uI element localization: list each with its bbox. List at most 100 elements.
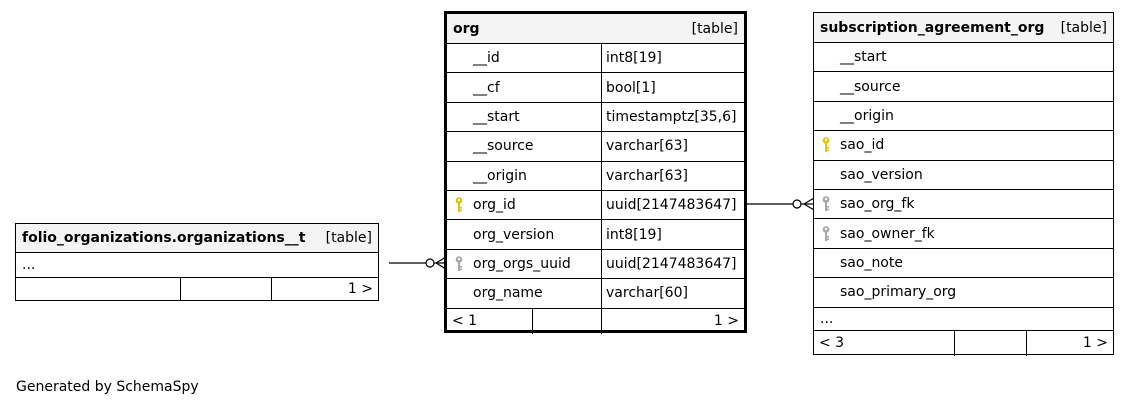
footer-children[interactable]: 1 > <box>271 278 378 300</box>
column-type: int8[19] <box>601 44 744 73</box>
column-name: org_id <box>447 191 601 219</box>
column-name: org_orgs_uuid <box>447 250 601 278</box>
column-name-text: sao_version <box>840 166 923 183</box>
column-name: __source <box>447 132 601 160</box>
column-row[interactable]: org_id uuid[2147483647] <box>447 190 744 221</box>
generated-by-label: Generated by SchemaSpy <box>16 379 199 395</box>
footer-columns <box>954 330 1026 356</box>
table-name: folio_organizations.organizations__t <box>22 230 306 246</box>
column-type: varchar[63] <box>601 161 744 190</box>
table-org[interactable]: org [table] __id int8[19] __cf bool[1] __sta… <box>444 11 747 334</box>
column-name: sao_version <box>814 161 1113 189</box>
column-name-text: __origin <box>473 167 527 184</box>
column-type-text: int8[19] <box>606 50 662 67</box>
column-row[interactable]: __start <box>814 43 1113 73</box>
column-row[interactable]: __origin varchar[63] <box>447 161 744 191</box>
footer-parents[interactable]: < 3 <box>819 335 845 352</box>
column-type-text: uuid[2147483647] <box>606 255 737 272</box>
column-type-text: bool[1] <box>606 79 656 96</box>
table-footer: 1 > <box>16 278 378 300</box>
column-name-text: org_version <box>473 226 555 243</box>
table-header: org [table] <box>447 14 744 44</box>
column-row[interactable]: __cf bool[1] <box>447 73 744 103</box>
edge-folio-to-org <box>389 256 447 270</box>
column-name-text: __source <box>840 78 901 95</box>
column-name: sao_org_fk <box>814 190 1113 218</box>
table-footer: < 3 1 > <box>814 330 1113 356</box>
column-name: __cf <box>447 73 601 101</box>
column-row[interactable]: sao_org_fk <box>814 190 1113 220</box>
column-name-text: __source <box>473 138 534 155</box>
column-name-text: __start <box>840 49 887 66</box>
footer-parents <box>16 278 180 300</box>
column-name-text: __origin <box>840 107 894 124</box>
table-subscription-agreement-org[interactable]: subscription_agreement_org [table] __sta… <box>813 12 1114 356</box>
column-name: __start <box>814 43 1113 71</box>
column-row[interactable]: org_name varchar[60] <box>447 279 744 309</box>
column-type: uuid[2147483647] <box>601 190 744 220</box>
column-type: int8[19] <box>601 220 744 249</box>
column-list: __id int8[19] __cf bool[1] __start timestampt… <box>447 44 744 309</box>
column-row[interactable]: org_orgs_uuid uuid[2147483647] <box>447 249 744 280</box>
column-type-text: varchar[63] <box>606 167 688 184</box>
column-row[interactable]: __start timestamptz[35,6] <box>447 102 744 133</box>
column-type-text: varchar[60] <box>606 285 688 302</box>
table-tag: [table] <box>1060 19 1107 36</box>
table-tag: [table] <box>691 20 738 37</box>
column-name: __start <box>447 103 601 131</box>
column-name-text: org_orgs_uuid <box>473 255 571 272</box>
column-row[interactable]: __source varchar[63] <box>447 132 744 162</box>
column-type-text: uuid[2147483647] <box>606 197 737 214</box>
table-folio-organizations[interactable]: folio_organizations.organizations__t [ta… <box>15 223 379 301</box>
column-name: sao_id <box>814 131 1113 159</box>
column-name: sao_note <box>814 249 1113 277</box>
footer-parents[interactable]: < 1 <box>452 313 478 330</box>
column-type: varchar[60] <box>601 279 744 308</box>
column-row[interactable]: sao_primary_org <box>814 278 1113 308</box>
column-name-text: sao_primary_org <box>840 284 957 301</box>
column-row[interactable]: __id int8[19] <box>447 44 744 74</box>
column-name-text: org_id <box>473 197 516 214</box>
column-name: __source <box>814 72 1113 100</box>
column-name: __id <box>447 44 601 72</box>
primary-key-icon <box>822 137 830 153</box>
column-name-text: sao_id <box>840 137 885 154</box>
column-name: sao_owner_fk <box>814 219 1113 247</box>
column-row[interactable]: __source <box>814 72 1113 102</box>
primary-key-icon <box>455 197 463 213</box>
column-name-text: sao_org_fk <box>840 196 915 213</box>
column-type: bool[1] <box>601 73 744 102</box>
column-row[interactable]: sao_owner_fk <box>814 219 1113 249</box>
column-name: __origin <box>447 162 601 190</box>
column-name: __origin <box>814 102 1113 130</box>
table-name: subscription_agreement_org <box>820 19 1045 36</box>
column-list: __start __source __origin sao_id sao_version… <box>814 43 1113 308</box>
column-name-text: sao_owner_fk <box>840 225 935 242</box>
table-tag: [table] <box>325 230 372 246</box>
column-name-text: __id <box>473 50 500 67</box>
table-name: org <box>453 20 480 37</box>
column-row[interactable]: sao_version <box>814 161 1113 190</box>
column-name-text: sao_note <box>840 254 903 271</box>
ellipsis-row: ... <box>16 253 378 278</box>
column-row[interactable]: sao_id <box>814 131 1113 161</box>
foreign-key-icon <box>455 256 463 271</box>
column-row[interactable]: org_version int8[19] <box>447 220 744 250</box>
column-name: org_name <box>447 279 601 307</box>
column-name-text: org_name <box>473 285 543 302</box>
footer-children[interactable]: 1 > <box>1026 330 1113 356</box>
edge-org-to-sao <box>746 197 815 211</box>
column-row[interactable]: sao_note <box>814 249 1113 279</box>
column-name-text: __start <box>473 108 520 125</box>
ellipsis-row: ... <box>814 308 1113 331</box>
column-row[interactable]: __origin <box>814 102 1113 132</box>
footer-children[interactable]: 1 > <box>601 308 744 334</box>
column-type-text: varchar[63] <box>606 138 688 155</box>
foreign-key-icon <box>822 196 830 212</box>
column-type: varchar[63] <box>601 132 744 161</box>
column-type-text: int8[19] <box>606 226 662 243</box>
column-name: sao_primary_org <box>814 278 1113 306</box>
table-header: subscription_agreement_org [table] <box>814 13 1113 43</box>
column-name-text: __cf <box>473 79 500 96</box>
column-type-text: timestamptz[35,6] <box>606 108 737 125</box>
